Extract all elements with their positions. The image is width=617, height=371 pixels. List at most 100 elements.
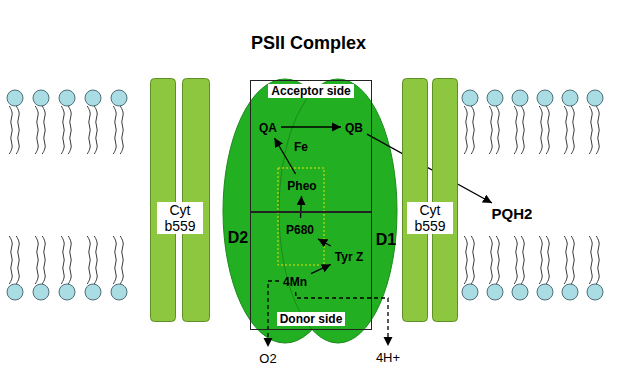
lipid-tail	[9, 106, 12, 154]
lipid-tail	[514, 106, 517, 154]
lipid-tail	[571, 106, 574, 154]
lipid-head	[33, 90, 49, 106]
lipid-tail	[539, 236, 542, 284]
lipid-tail	[471, 106, 474, 154]
lipid-head	[587, 284, 603, 300]
molecule-label: QA	[259, 121, 277, 135]
cofactor-label: QB	[343, 118, 365, 136]
lipid-tail	[94, 236, 97, 284]
lipid-head	[587, 90, 603, 106]
lipid-tail	[471, 236, 474, 284]
cytochrome-shape	[150, 78, 210, 322]
molecule-label: Fe	[294, 140, 308, 154]
molecule-label: Tyr Z	[335, 250, 363, 264]
diagram-title: PSII Complex	[0, 33, 617, 54]
molecule-label: PQH2	[492, 205, 533, 222]
lipid-head	[512, 90, 528, 106]
lipid-head	[85, 284, 101, 300]
lipid-head	[462, 90, 478, 106]
lipid-tail	[496, 236, 499, 284]
lipid-tail	[564, 236, 567, 284]
lipid-tail	[596, 236, 599, 284]
lipid-tail	[589, 106, 592, 154]
molecule-label: 4Mn	[283, 275, 307, 289]
product-label: 4H+	[374, 348, 402, 366]
lipid-tail	[9, 236, 12, 284]
lipid-tail	[94, 106, 97, 154]
lipid-tail	[521, 236, 524, 284]
subunit-ellipse	[279, 79, 397, 343]
lipid-tail	[120, 236, 123, 284]
lipid-head	[59, 284, 75, 300]
title-text: PSII Complex	[251, 33, 366, 53]
lipid-tail	[61, 106, 64, 154]
lipid-tail	[514, 236, 517, 284]
lipid-tail	[68, 236, 71, 284]
lipid-head	[562, 90, 578, 106]
product-label: O2	[257, 349, 278, 367]
acceptor-side-region: QA Fe QB Pheo Acceptor side	[250, 80, 372, 212]
lipid-tail	[61, 236, 64, 284]
molecule-label: O2	[259, 351, 276, 366]
electron-transfer-arrow	[281, 126, 341, 127]
lipid-head	[462, 284, 478, 300]
subunit-shape	[278, 78, 398, 344]
lipid-tail	[571, 236, 574, 284]
lipid-tail	[521, 106, 524, 154]
cofactor-label: Fe	[292, 137, 310, 155]
lipid-tail	[539, 106, 542, 154]
lipid-tail	[496, 106, 499, 154]
lipid-head	[562, 284, 578, 300]
lipid-tail	[16, 236, 19, 284]
helix-bar	[433, 79, 458, 322]
cofactor-label: QA	[257, 118, 279, 136]
cofactor-label: Pheo	[285, 176, 318, 194]
cytochrome-shape	[402, 78, 458, 322]
lipid-tail	[596, 106, 599, 154]
lipid-tail	[489, 236, 492, 284]
cytochrome-label: Cyt b559	[157, 202, 203, 234]
lipid-head	[7, 90, 23, 106]
cytochrome-label: Cyt b559	[407, 202, 453, 234]
lipid-tail	[42, 106, 45, 154]
lipid-head	[487, 90, 503, 106]
lipid-head	[33, 284, 49, 300]
lipid-head	[85, 90, 101, 106]
lipid-tail	[464, 106, 467, 154]
lipid-tail	[120, 106, 123, 154]
helix-bar	[183, 79, 210, 322]
lipid-head	[59, 90, 75, 106]
molecule-label: Pheo	[287, 179, 316, 193]
molecule-label: P680	[286, 223, 314, 237]
cofactor-label: Tyr Z	[333, 247, 365, 265]
protein-subunit: D1	[278, 78, 398, 344]
lipid-head	[537, 90, 553, 106]
region-label: Donor side	[277, 312, 346, 326]
donor-side-region: P680Tyr Z 4MnDonor side	[250, 212, 372, 330]
lipid-tail	[113, 236, 116, 284]
cofactor-label: 4Mn	[281, 272, 309, 290]
subunit-label: D2	[228, 229, 248, 247]
helix-bar	[403, 79, 428, 322]
lipid-head	[7, 284, 23, 300]
cytochrome-b559: Cyt b559	[150, 78, 210, 322]
region-label: Acceptor side	[268, 84, 353, 98]
subunit-label: D1	[376, 231, 396, 249]
lipid-tail	[16, 106, 19, 154]
product-label: PQH2	[490, 205, 535, 223]
lipid-tail	[87, 236, 90, 284]
lipid-head	[111, 90, 127, 106]
lipid-tail	[464, 236, 467, 284]
helix-bar	[151, 79, 176, 322]
lipid-head	[537, 284, 553, 300]
molecule-label: 4H+	[376, 350, 400, 365]
cofactor-label: P680	[284, 220, 316, 238]
lipid-tail	[87, 106, 90, 154]
lipid-tail	[35, 236, 38, 284]
lipid-tail	[546, 236, 549, 284]
lipid-tail	[589, 236, 592, 284]
lipid-head	[487, 284, 503, 300]
lipid-tail	[113, 106, 116, 154]
lipid-tail	[546, 106, 549, 154]
